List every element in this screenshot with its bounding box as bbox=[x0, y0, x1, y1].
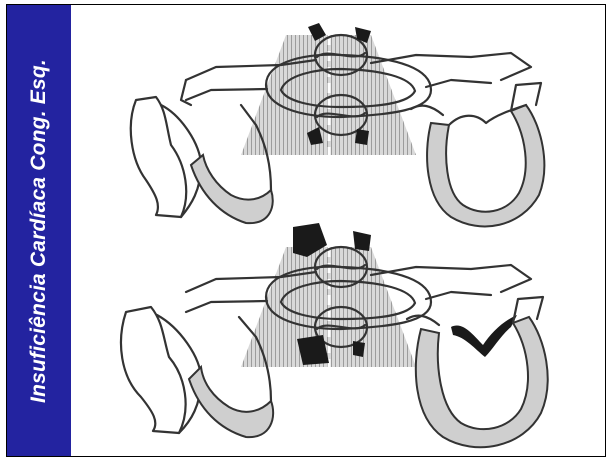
slide-title: Insuficiência Cardíaca Cong. Esq. bbox=[27, 59, 51, 403]
right-atrium-ventricle bbox=[121, 307, 186, 433]
right-atrium-ventricle bbox=[131, 97, 186, 217]
title-sidebar: Insuficiência Cardíaca Cong. Esq. bbox=[7, 5, 71, 456]
circulation-diagram bbox=[71, 5, 605, 456]
left-ventricle-dilated bbox=[416, 317, 548, 447]
normal-heart-diagram bbox=[131, 23, 545, 226]
slide: Insuficiência Cardíaca Cong. Esq. bbox=[6, 4, 606, 457]
failing-heart-diagram bbox=[121, 223, 548, 447]
